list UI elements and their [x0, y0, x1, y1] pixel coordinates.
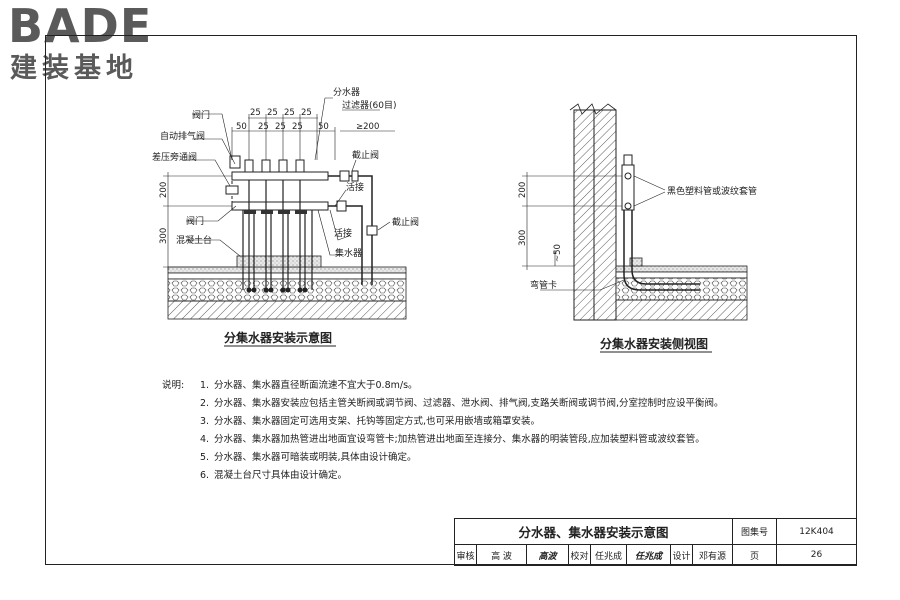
return-branch-valves [244, 210, 307, 214]
note-text: 混凝土台尺寸具体由设计确定。 [214, 470, 348, 481]
note-row-4: 4. 分水器、集水器加热管进出地面宜设弯管卡;加热管进出地面至连接分、集水器的明装… [162, 431, 724, 449]
note-text: 分水器、集水器加热管进出地面宜设弯管卡;加热管进出地面至连接分、集水器的明装管段… [214, 434, 705, 445]
dim-25-5: 25 [258, 122, 269, 132]
rv-leaders [540, 175, 666, 291]
rv-concrete-pad [629, 257, 643, 267]
label-bend-clip: 弯管卡 [530, 279, 557, 291]
note-text: 分水器、集水器直径断面流速不宜大于0.8m/s。 [214, 380, 418, 391]
wall-inner [593, 109, 617, 321]
note-number: 5. [200, 452, 210, 463]
dim-50-left: 50 [236, 122, 247, 132]
drawing-frame [45, 35, 857, 565]
rv-dim-300: 300 [518, 230, 528, 246]
label-concrete-pad: 混凝土台 [176, 234, 212, 246]
note-row-5: 5. 分水器、集水器可暗装或明装,具体由设计确定。 [162, 449, 724, 467]
note-text: 分水器、集水器安装应包括主管关断阀或调节阀、过滤器、泄水阀、排气阀,支路关断阀或… [214, 398, 724, 409]
label-union-top: 活接 [346, 181, 364, 193]
note-text: 分水器、集水器固定可选用支架、托钩等固定方式,也可采用嵌墙或箱罩安装。 [214, 416, 541, 427]
dim-200-left: 200 [159, 182, 169, 198]
rv-manifold [621, 154, 635, 211]
notes-block: 说明: 1. 分水器、集水器直径断面流速不宜大于0.8m/s。 2. 分水器、集水器安… [162, 377, 724, 485]
drawing-title: 分水器、集水器安装示意图 [453, 518, 734, 545]
logo-wordmark: BADE [8, 0, 153, 53]
left-caption: 分集水器安装示意图 [224, 330, 332, 345]
page-number: 26 [776, 544, 858, 566]
note-row-2: 2. 分水器、集水器安装应包括主管关断阀或调节阀、过滤器、泄水阀、排气阀,支路关断… [162, 395, 724, 413]
wall-outer [573, 109, 595, 321]
audit-signature: 高波 [526, 544, 569, 566]
note-row-6: 6. 混凝土台尺寸具体由设计确定。 [162, 467, 724, 485]
note-number: 1. [200, 380, 210, 391]
return-header [231, 201, 329, 211]
label-union-bottom: 活接 [334, 227, 352, 239]
rv-finish-layer [615, 265, 748, 273]
design-name: 邓有源 [691, 544, 734, 566]
left-height-dims [163, 172, 237, 270]
note-number: 2. [200, 398, 210, 409]
note-row-3: 3. 分水器、集水器固定可选用支架、托钩等固定方式,也可采用嵌墙或箱罩安装。 [162, 413, 724, 431]
dim-25-7: 25 [292, 122, 303, 132]
branch-pipes [242, 180, 313, 290]
label-filter: 过滤器(60目) [342, 99, 396, 111]
top-dimension-lines [231, 114, 395, 160]
design-label: 设计 [670, 544, 693, 566]
label-bypass-valve: 差压旁通阀 [152, 151, 197, 163]
rv-pipes [623, 210, 700, 291]
left-leaders [182, 97, 391, 257]
check-signature: 任兆成 [626, 544, 671, 566]
rv-slab-layer [615, 299, 748, 321]
label-auto-vent: 自动排气阀 [160, 130, 205, 142]
label-valve-bottom: 阀门 [186, 215, 204, 227]
concrete-pad [236, 255, 322, 268]
audit-name: 高 波 [476, 544, 527, 566]
dim-25-2: 25 [267, 108, 278, 118]
bypass-valve [225, 185, 239, 195]
rv-dim-200: 200 [518, 182, 528, 198]
label-sleeve: 黑色塑料管或波纹套管 [667, 185, 757, 197]
atlas-label: 图集号 [732, 518, 778, 545]
note-number: 4. [200, 434, 210, 445]
rv-dim-50: ~50 [553, 244, 563, 262]
label-stop-valve-top: 截止阀 [352, 149, 379, 161]
insulation-layer [167, 272, 407, 280]
label-collector: 集水器 [335, 247, 362, 259]
main-valves [336, 170, 378, 236]
notes-prefix: 说明: [162, 380, 185, 391]
atlas-number: 12K404 [776, 518, 858, 545]
note-number: 6. [200, 470, 210, 481]
note-number: 3. [200, 416, 210, 427]
title-block: 分水器、集水器安装示意图 图集号 12K404 审核 高 波 高波 校对 任兆成… [453, 518, 858, 566]
pipe-clips [246, 287, 308, 293]
rv-height-dims [522, 172, 622, 270]
dim-25-3: 25 [284, 108, 295, 118]
page-label: 页 [732, 544, 778, 566]
dim-25-1: 25 [250, 108, 261, 118]
wall-break-line [569, 103, 617, 115]
rv-insulation-layer [615, 271, 748, 279]
check-label: 校对 [568, 544, 591, 566]
dim-25-6: 25 [275, 122, 286, 132]
label-valve-top: 阀门 [192, 109, 210, 121]
dim-ge200: ≥200 [356, 122, 379, 132]
right-caption: 分集水器安装侧视图 [600, 336, 708, 351]
check-name: 任兆成 [590, 544, 627, 566]
left-view: 分集水器安装示意图 阀门 自动排气阀 差压旁通阀 阀门 混凝土台 分水器 过滤器… [152, 86, 419, 347]
dim-300-left: 300 [159, 228, 169, 244]
floor-finish-layer [167, 266, 407, 274]
note-row-1: 说明: 1. 分水器、集水器直径断面流速不宜大于0.8m/s。 [162, 377, 724, 395]
audit-label: 审核 [454, 544, 477, 566]
note-text: 分水器、集水器可暗装或明装,具体由设计确定。 [214, 452, 417, 463]
label-distributor: 分水器 [333, 86, 360, 98]
supply-header [231, 171, 329, 181]
dim-25-4: 25 [301, 108, 312, 118]
label-stop-valve-right: 截止阀 [392, 216, 419, 228]
right-view: 黑色塑料管或波纹套管 弯管卡 200 300 ~50 分集水器安装侧视图 [518, 103, 757, 353]
logo-subtitle: 建装基地 [10, 53, 138, 84]
slab-layer [167, 300, 407, 320]
branch-valves [229, 155, 305, 173]
dim-50-right: 50 [318, 122, 329, 132]
